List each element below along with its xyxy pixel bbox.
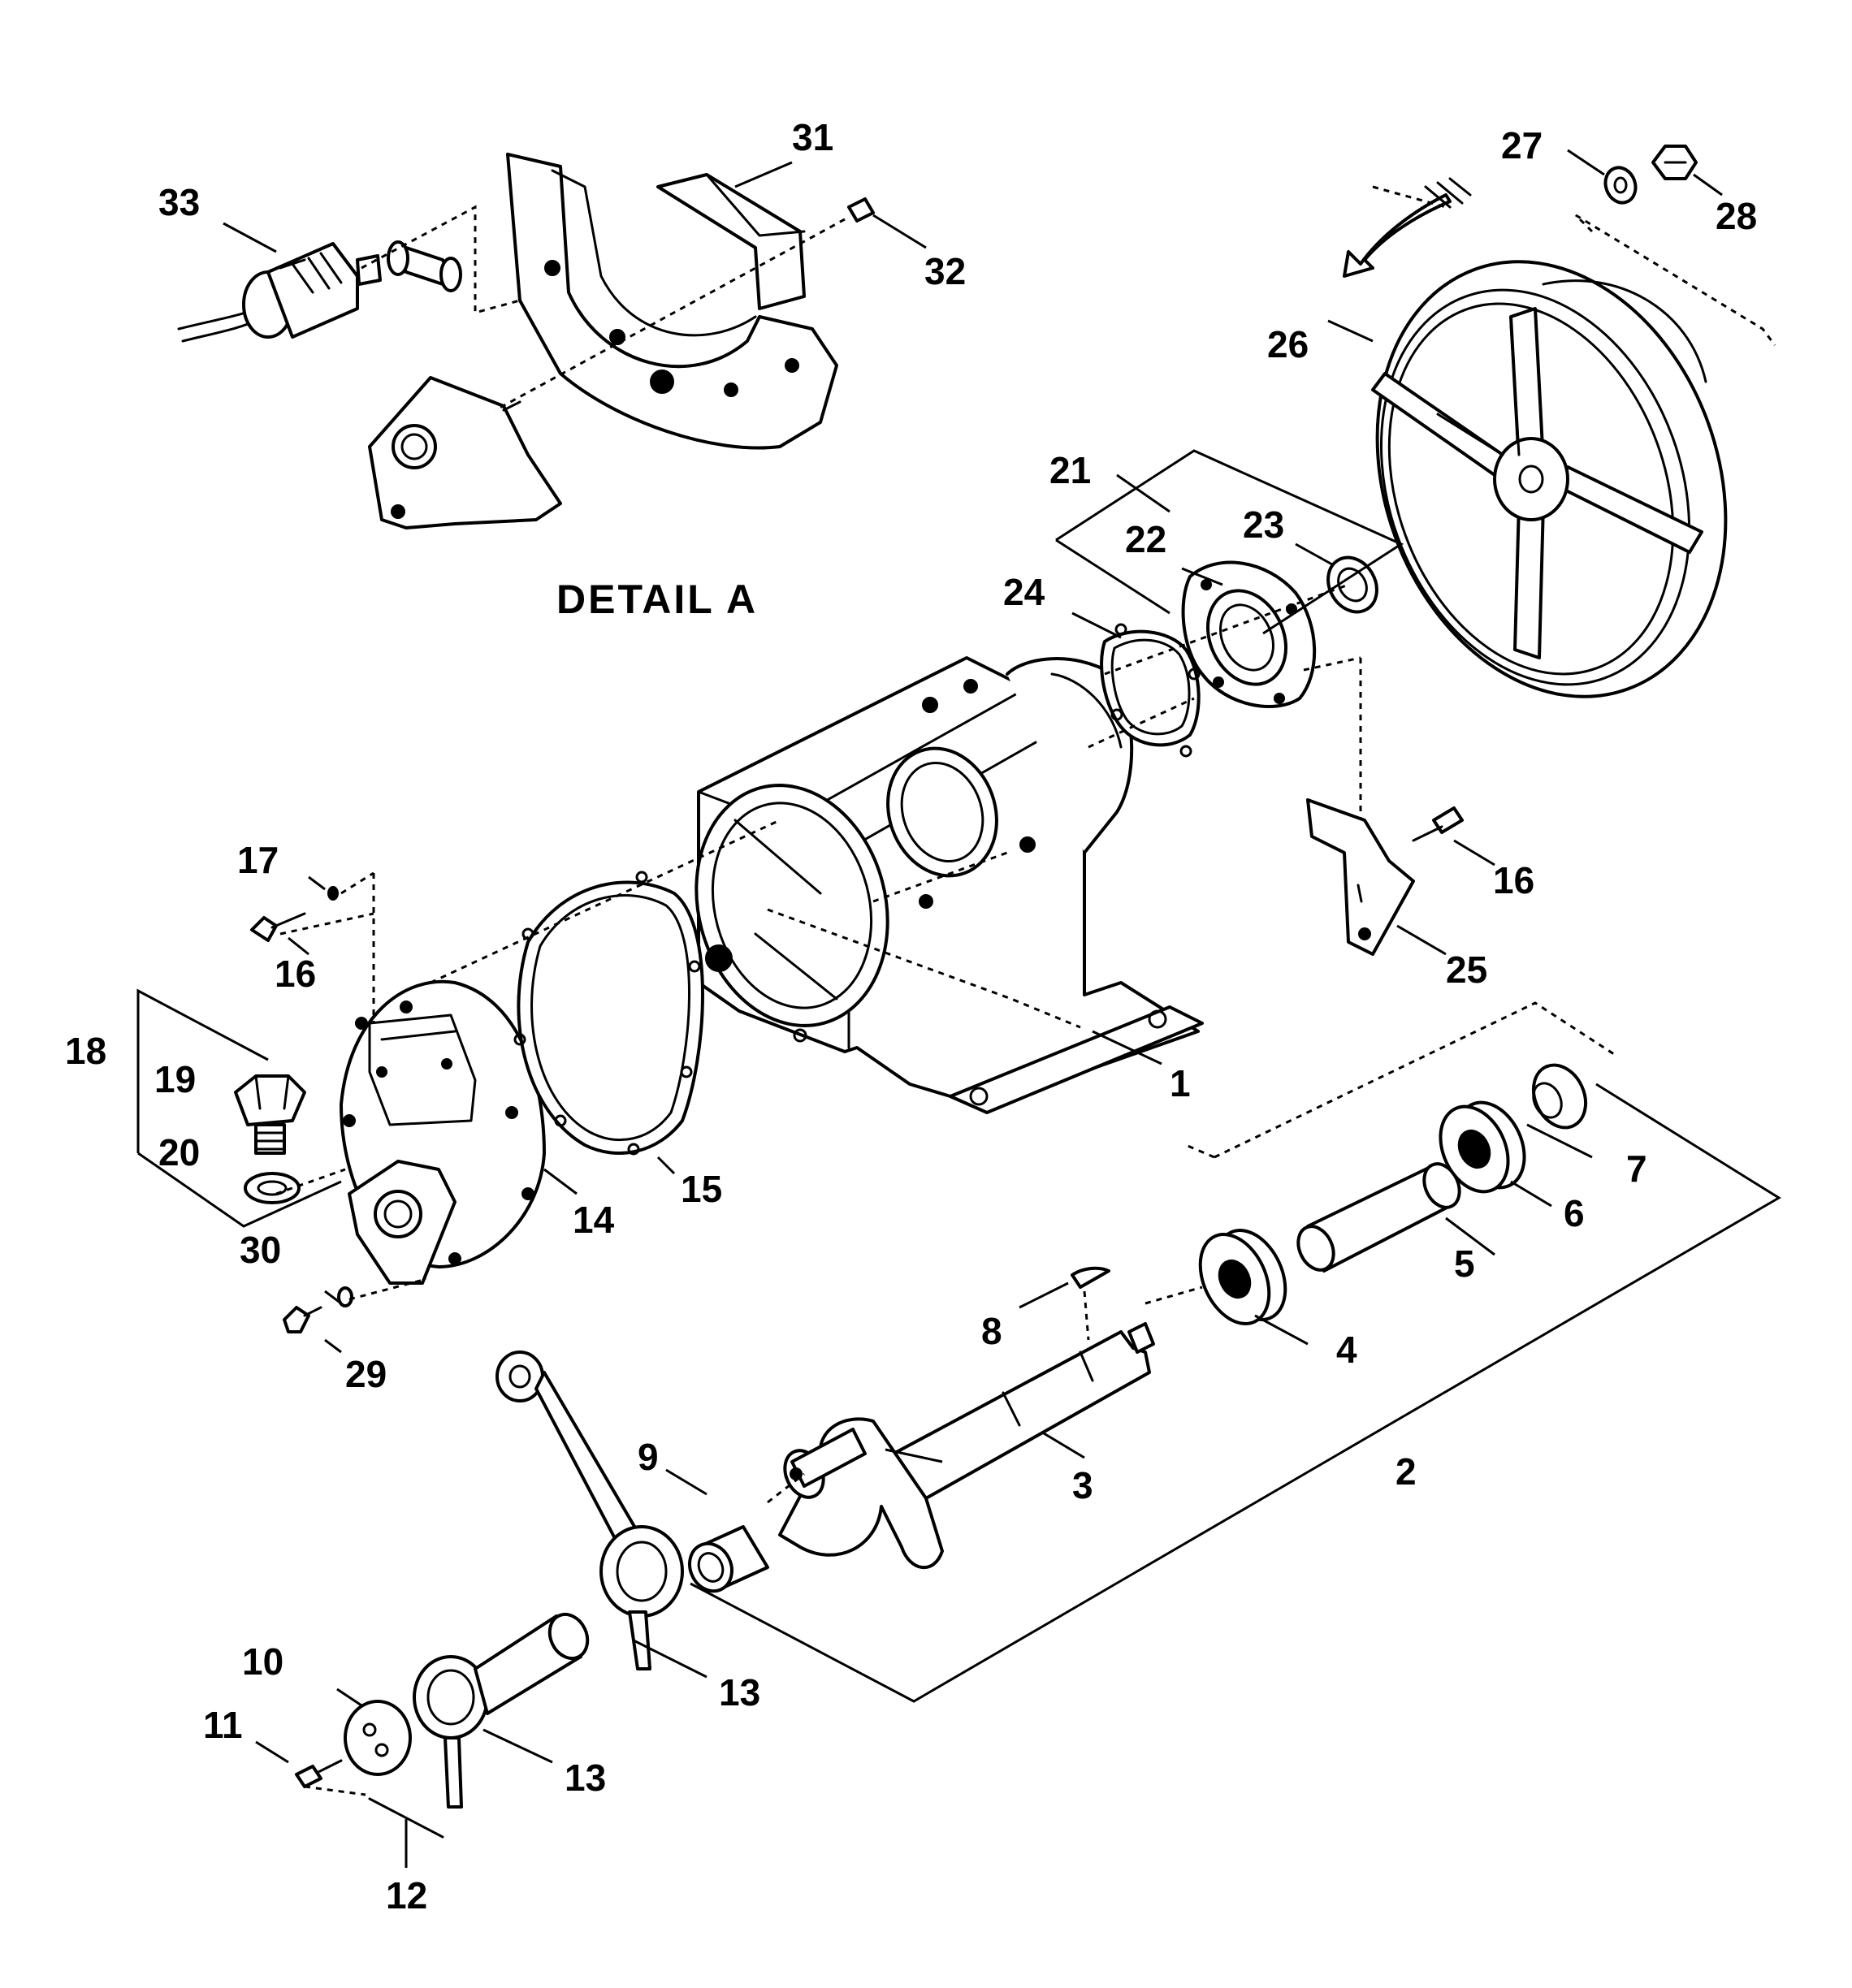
bracket-18 (136, 988, 342, 1228)
detail-crankcase-section (506, 153, 838, 450)
detail-sleeve (387, 240, 462, 292)
detail-a-group (177, 153, 875, 529)
part-29-bolt (283, 1306, 322, 1333)
callout-9: 9 (638, 1436, 659, 1478)
part-1-crankcase (694, 656, 1204, 1114)
callout-31: 31 (792, 116, 833, 158)
bracket-21 (1055, 449, 1404, 635)
callout-17: 17 (237, 839, 279, 881)
callout-14: 14 (573, 1199, 615, 1241)
callout-4: 4 (1336, 1329, 1357, 1371)
callout-3: 3 (1072, 1464, 1093, 1506)
callout-26: 26 (1267, 323, 1309, 365)
part-31-block (656, 173, 806, 310)
callout-29: 29 (345, 1353, 387, 1395)
part-4-bearing (1198, 1229, 1287, 1325)
callout-24: 24 (1003, 571, 1045, 613)
part-13-connecting-rod-upper (495, 1351, 684, 1670)
part-20-washer (244, 1172, 301, 1204)
callout-20: 20 (158, 1131, 200, 1173)
part-14-end-cover (340, 979, 546, 1285)
callout-10: 10 (242, 1640, 283, 1683)
part-23-seal (1326, 555, 1378, 614)
part-15-gasket (513, 871, 704, 1156)
part-32-bolt (847, 197, 875, 223)
detail-end-cover (368, 376, 562, 529)
part-3-crankshaft (778, 1322, 1155, 1569)
part-13-connecting-rod-lower (413, 1612, 590, 1809)
part-25-bracket (1306, 798, 1415, 956)
part-22-bearing-carrier (1181, 560, 1317, 708)
part-30-washer (337, 1286, 353, 1307)
part-16-bolt-left (250, 912, 306, 942)
part-17-lockwasher (327, 886, 339, 901)
callout-13-upper: 13 (719, 1671, 760, 1714)
part-19-breather-plug (234, 1074, 306, 1155)
callout-16-left: 16 (275, 953, 316, 995)
part-26-flywheel (1371, 260, 1728, 698)
bracket-2 (690, 1083, 1781, 1703)
callout-32: 32 (924, 250, 966, 292)
part-9-bushing (688, 1525, 769, 1593)
part-8-key (1071, 1266, 1110, 1289)
leader-lines (223, 149, 1723, 1868)
callout-6: 6 (1564, 1192, 1585, 1234)
callout-labels: 1 2 3 4 5 6 7 8 9 10 11 12 13 13 14 15 1… (65, 116, 1757, 1917)
callout-7: 7 (1626, 1147, 1647, 1190)
part-33-pressure-switch (177, 242, 382, 343)
callout-33: 33 (158, 181, 200, 223)
callout-1: 1 (1170, 1062, 1191, 1104)
callout-8: 8 (981, 1310, 1002, 1352)
callout-12: 12 (386, 1874, 427, 1917)
part-16-bolt-right (1412, 806, 1464, 842)
part-24-gasket (1100, 623, 1201, 758)
part-27-washer (1603, 166, 1638, 205)
callout-27: 27 (1501, 124, 1543, 166)
callout-28: 28 (1716, 195, 1757, 237)
part-10-counterweight-cap (344, 1700, 412, 1776)
callout-16-right: 16 (1493, 859, 1534, 901)
callout-15: 15 (681, 1168, 722, 1210)
callout-30: 30 (240, 1229, 281, 1271)
rotation-arrow-icon (1343, 177, 1472, 278)
part-12-pin (368, 1797, 444, 1839)
part-7-seal (1531, 1063, 1588, 1130)
part-6-bearing (1439, 1100, 1526, 1194)
callout-11: 11 (203, 1704, 243, 1746)
callout-23: 23 (1243, 503, 1284, 546)
part-5-sleeve (1296, 1162, 1461, 1273)
part-28-nut (1651, 145, 1698, 180)
detail-a-title: DETAIL A (556, 577, 758, 622)
callout-5: 5 (1454, 1242, 1475, 1285)
callout-21: 21 (1049, 449, 1091, 491)
callout-22: 22 (1125, 518, 1166, 560)
callout-13-lower: 13 (565, 1757, 606, 1799)
part-11-screw (295, 1759, 343, 1788)
callout-19: 19 (154, 1058, 196, 1100)
callout-2: 2 (1395, 1450, 1417, 1493)
callout-25: 25 (1446, 949, 1487, 991)
callout-18: 18 (65, 1030, 106, 1072)
